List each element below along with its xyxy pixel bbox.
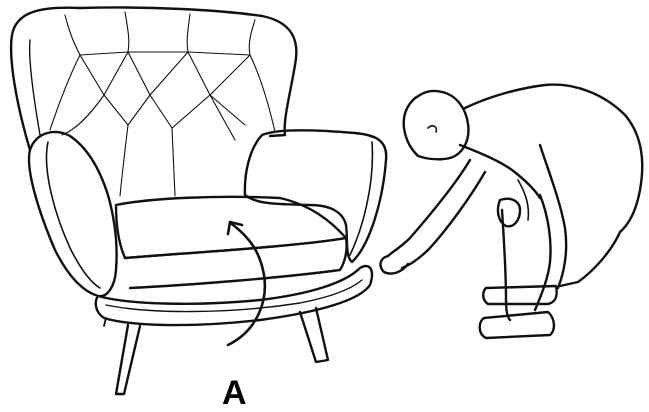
person-back-foot — [483, 286, 557, 304]
person-arm-upper — [388, 160, 470, 256]
chair-left-arm-seam — [47, 142, 100, 288]
chair-tufting — [50, 12, 275, 196]
chair-leg-front-left — [116, 325, 140, 394]
chair-base-seam — [106, 280, 362, 312]
person-hand — [381, 256, 408, 274]
person-arm-lower — [402, 172, 485, 268]
chair-seat-front — [125, 238, 347, 288]
curved-up-arrow — [228, 222, 265, 345]
chair-backrest-edge — [30, 40, 40, 135]
chair-left-arm — [29, 132, 117, 296]
person-torso — [460, 145, 540, 198]
person-calf — [535, 195, 551, 310]
instruction-illustration — [0, 0, 649, 396]
person-front-leg — [540, 145, 566, 288]
chair-backrest — [11, 7, 296, 150]
person-ear — [428, 126, 436, 132]
person-front-foot — [480, 312, 554, 338]
armchair — [11, 7, 386, 394]
person-bending — [381, 85, 643, 338]
figure-label: A — [222, 376, 247, 410]
person-rear-leg — [560, 232, 620, 286]
chair-leg-front-right — [300, 308, 328, 362]
chair-right-arm-seam — [350, 142, 372, 255]
arrow-shaft — [228, 224, 265, 345]
person-head — [404, 91, 469, 159]
